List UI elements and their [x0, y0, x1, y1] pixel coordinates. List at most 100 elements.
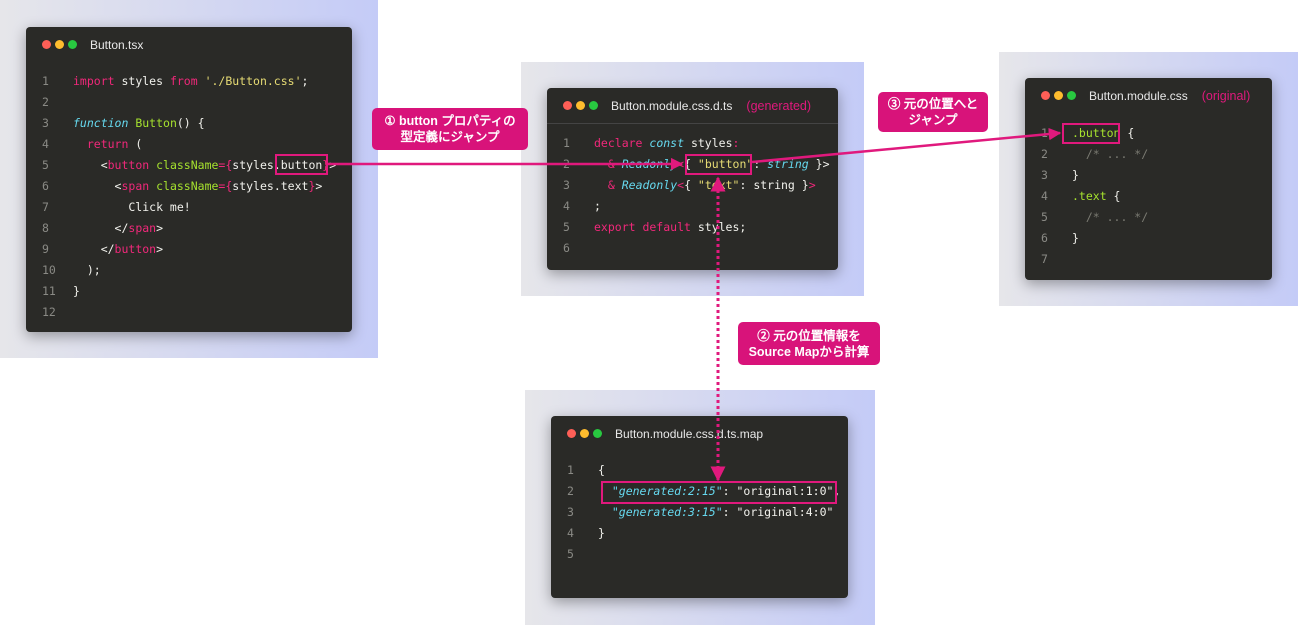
- line-text: ;: [594, 196, 601, 217]
- line-number: 6: [1041, 231, 1048, 245]
- line-text: return (: [73, 134, 142, 155]
- file-name: Button.module.css: [1089, 89, 1188, 103]
- line-text: /* ... */: [1072, 144, 1148, 165]
- code-token: /* ... */: [1072, 147, 1149, 161]
- line-number: 2: [567, 484, 574, 498]
- code-token: "original:1:0": [736, 484, 834, 498]
- code-line: 12: [26, 302, 352, 323]
- minimize-button[interactable]: [576, 101, 585, 110]
- code-token: Button: [135, 116, 177, 130]
- code-token: >: [315, 179, 323, 193]
- code-line: 4 return (: [26, 134, 352, 155]
- line-number: 2: [42, 95, 49, 109]
- step2-label-line2: Source Mapから計算: [748, 344, 870, 359]
- code-token: /* ... */: [1072, 210, 1149, 224]
- line-number: 3: [567, 505, 574, 519]
- line-number: 5: [563, 220, 570, 234]
- code-token: {: [1106, 189, 1121, 203]
- window-title: Button.module.css.d.ts(generated): [611, 99, 811, 113]
- divider: [547, 123, 838, 124]
- code-token: }: [308, 179, 316, 193]
- maximize-button[interactable]: [589, 101, 598, 110]
- step1-label: ① button プロパティの 型定義にジャンプ: [372, 108, 528, 150]
- code-line: 6}: [1025, 228, 1272, 249]
- code-token: <: [677, 178, 685, 192]
- line-number: 4: [563, 199, 570, 213]
- minimize-button[interactable]: [55, 40, 64, 49]
- code-token: }>: [808, 157, 830, 171]
- code-token: :: [732, 136, 740, 150]
- code-token: () {: [176, 116, 205, 130]
- code-token: :: [753, 157, 768, 171]
- code-line: 10 );: [26, 260, 352, 281]
- code-token: >: [808, 178, 816, 192]
- code-line: 5: [551, 544, 848, 565]
- code-token: className: [156, 158, 219, 172]
- line-number: 1: [1041, 126, 1048, 140]
- line-text: <span className={styles.text}>: [73, 176, 323, 197]
- file-name: Button.module.css.d.ts: [611, 99, 733, 113]
- code-token: "button": [697, 157, 754, 171]
- code-token: }: [73, 284, 80, 298]
- maximize-button[interactable]: [68, 40, 77, 49]
- code-token: ;: [301, 74, 309, 88]
- code-area: 1.button {2 /* ... */3}4.text {5 /* ... …: [1025, 123, 1272, 270]
- code-line: 1{: [551, 460, 848, 481]
- line-number: 1: [563, 136, 570, 150]
- code-line: 4 .text {: [1025, 186, 1272, 207]
- line-text: function Button() {: [73, 113, 205, 134]
- code-token: "generated:2:15": [611, 484, 723, 498]
- title-bar: Button.module.css(original): [1025, 78, 1272, 114]
- code-token: :: [722, 484, 737, 498]
- code-token: : string }: [739, 178, 809, 192]
- code-token: <: [73, 179, 122, 193]
- close-button[interactable]: [42, 40, 51, 49]
- line-number: 11: [42, 284, 56, 298]
- code-token: styles: [684, 136, 733, 150]
- code-token: );: [73, 263, 101, 277]
- line-text: {: [598, 460, 605, 481]
- code-token: styles: [114, 74, 170, 88]
- step1-label-line2: 型定義にジャンプ: [400, 130, 500, 144]
- arrow-jump-to-original: [751, 127, 1062, 164]
- code-line: 8 </span>: [26, 218, 352, 239]
- title-bar: Button.tsx: [26, 27, 352, 63]
- code-token: {: [684, 178, 698, 192]
- highlight-map-entry: [601, 481, 837, 504]
- code-line: 6 <span className={styles.text}>: [26, 176, 352, 197]
- close-button[interactable]: [563, 101, 572, 110]
- line-number: 4: [1041, 189, 1048, 203]
- close-button[interactable]: [1041, 91, 1050, 100]
- line-text: .text {: [1072, 186, 1120, 207]
- line-text: }: [1072, 228, 1079, 249]
- code-token: <: [73, 158, 108, 172]
- line-number: 12: [42, 305, 56, 319]
- code-token: span: [128, 221, 157, 235]
- step3-label-line1: ③ 元の位置へと: [887, 97, 979, 111]
- title-bar: Button.module.css.d.ts.map: [551, 416, 848, 452]
- code-line: 5 /* ... */: [1025, 207, 1272, 228]
- step2-label: ② 元の位置情報を Source Mapから計算: [738, 322, 880, 365]
- line-number: 6: [42, 179, 49, 193]
- step3-label-line2: ジャンプ: [908, 113, 958, 127]
- maximize-button[interactable]: [1067, 91, 1076, 100]
- close-button[interactable]: [567, 429, 576, 438]
- line-number: 4: [42, 137, 49, 151]
- code-token: Click me!: [73, 200, 191, 214]
- code-token: </: [73, 242, 115, 256]
- maximize-button[interactable]: [593, 429, 602, 438]
- line-number: 5: [42, 158, 49, 172]
- code-line: 2 /* ... */: [1025, 144, 1272, 165]
- line-number: 1: [567, 463, 574, 477]
- line-text: }: [1072, 165, 1079, 186]
- code-token: span: [121, 179, 150, 193]
- code-token: './Button.css': [197, 74, 302, 88]
- minimize-button[interactable]: [1054, 91, 1063, 100]
- minimize-button[interactable]: [580, 429, 589, 438]
